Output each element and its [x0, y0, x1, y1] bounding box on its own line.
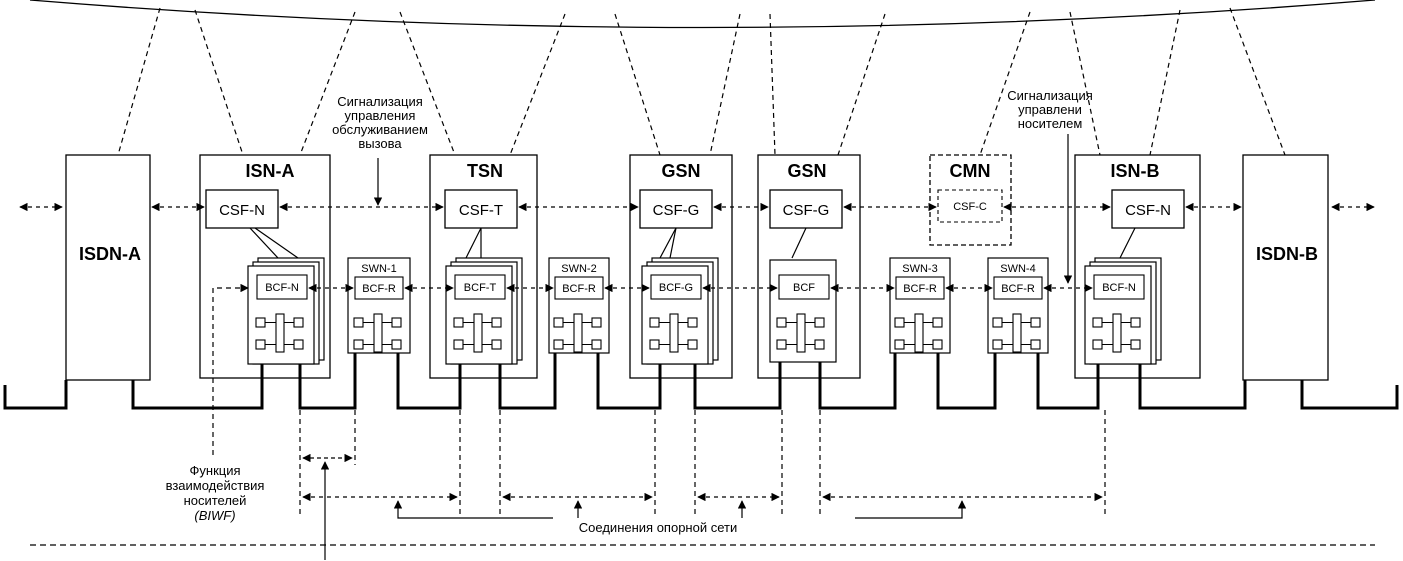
- isdn-a-box: [65, 154, 151, 381]
- gsn1-label: GSN: [661, 161, 700, 181]
- bcf-swn4-label: BCF-R: [1001, 283, 1035, 295]
- bcf-gsn1-label: BCF-G: [659, 282, 693, 294]
- cmn-box: [929, 154, 1012, 246]
- control-network-arc: [29, 0, 1376, 29]
- csf-gsn2-label: CSF-G: [783, 202, 830, 219]
- bearer-control-note-1: Сигнализация: [1007, 88, 1093, 103]
- csf-gsn1-label: CSF-G: [653, 202, 700, 219]
- backbone-pointers: [393, 500, 967, 519]
- bcf-swn1-label: BCF-R: [362, 283, 396, 295]
- gsn2-box: [757, 154, 861, 379]
- bcf-tsn-label: BCF-T: [464, 282, 497, 294]
- bearer-control-note-3: носителем: [1018, 116, 1083, 131]
- bcf-isn-b-label: BCF-N: [1102, 282, 1136, 294]
- isdn-b-box: [1242, 154, 1329, 381]
- csf-gsn1-box: [639, 189, 713, 229]
- bcf-swn3-label: BCF-R: [903, 283, 937, 295]
- transport-bus: [3, 350, 1399, 410]
- csf-cmn-label: CSF-C: [953, 201, 987, 213]
- biwf-note-2: взаимодействия: [166, 478, 265, 493]
- bcf-boxes: [256, 274, 1145, 300]
- biwf-note-4: (BIWF): [194, 508, 235, 523]
- csf-isn-b-box: [1111, 189, 1185, 229]
- call-control-note-1: Сигнализация: [337, 94, 423, 109]
- drop-lines: [299, 410, 1106, 515]
- swn4-label: SWN-4: [1000, 263, 1035, 275]
- biwf-pointer: [212, 283, 249, 455]
- csf-bcf-links: [249, 227, 1136, 259]
- isdn-a-label: ISDN-A: [79, 244, 141, 264]
- tsn-label: TSN: [467, 161, 503, 181]
- swn2-label: SWN-2: [561, 263, 596, 275]
- isdn-b-label: ISDN-B: [1256, 244, 1318, 264]
- swn1-label: SWN-1: [361, 263, 396, 275]
- isn-b-box: [1074, 154, 1201, 379]
- swn3-label: SWN-3: [902, 263, 937, 275]
- csf-isn-a-label: CSF-N: [219, 202, 265, 219]
- bcf-isn-a-label: BCF-N: [265, 282, 299, 294]
- biwf-note-1: Функция: [190, 463, 241, 478]
- biwf-note-3: носителей: [184, 493, 247, 508]
- isn-a-box: [199, 154, 331, 379]
- csf-gsn2-box: [769, 189, 843, 229]
- arc-connectors: [117, 7, 1286, 156]
- isn-b-label: ISN-B: [1111, 161, 1160, 181]
- bearer-control-note-2: управлени: [1018, 102, 1082, 117]
- gsn2-label: GSN: [787, 161, 826, 181]
- bcf-gsn2-label: BCF: [793, 282, 815, 294]
- csf-tsn-box: [444, 189, 518, 229]
- bcf-swn2-label: BCF-R: [562, 283, 596, 295]
- call-control-note-2: управления: [345, 108, 416, 123]
- csf-isn-b-label: CSF-N: [1125, 202, 1171, 219]
- isn-a-label: ISN-A: [246, 161, 295, 181]
- call-control-note-3: обслуживанием: [332, 122, 428, 137]
- csf-tsn-label: CSF-T: [459, 202, 503, 219]
- switch-matrices: [255, 313, 1141, 353]
- csf-cmn-box: [937, 189, 1003, 223]
- cmn-label: CMN: [950, 161, 991, 181]
- gsn1-box: [629, 154, 733, 379]
- call-control-note-4: вызова: [358, 136, 402, 151]
- backbone-label: Соединения опорной сети: [579, 520, 737, 535]
- tsn-box: [429, 154, 538, 379]
- csf-isn-a-box: [205, 189, 279, 229]
